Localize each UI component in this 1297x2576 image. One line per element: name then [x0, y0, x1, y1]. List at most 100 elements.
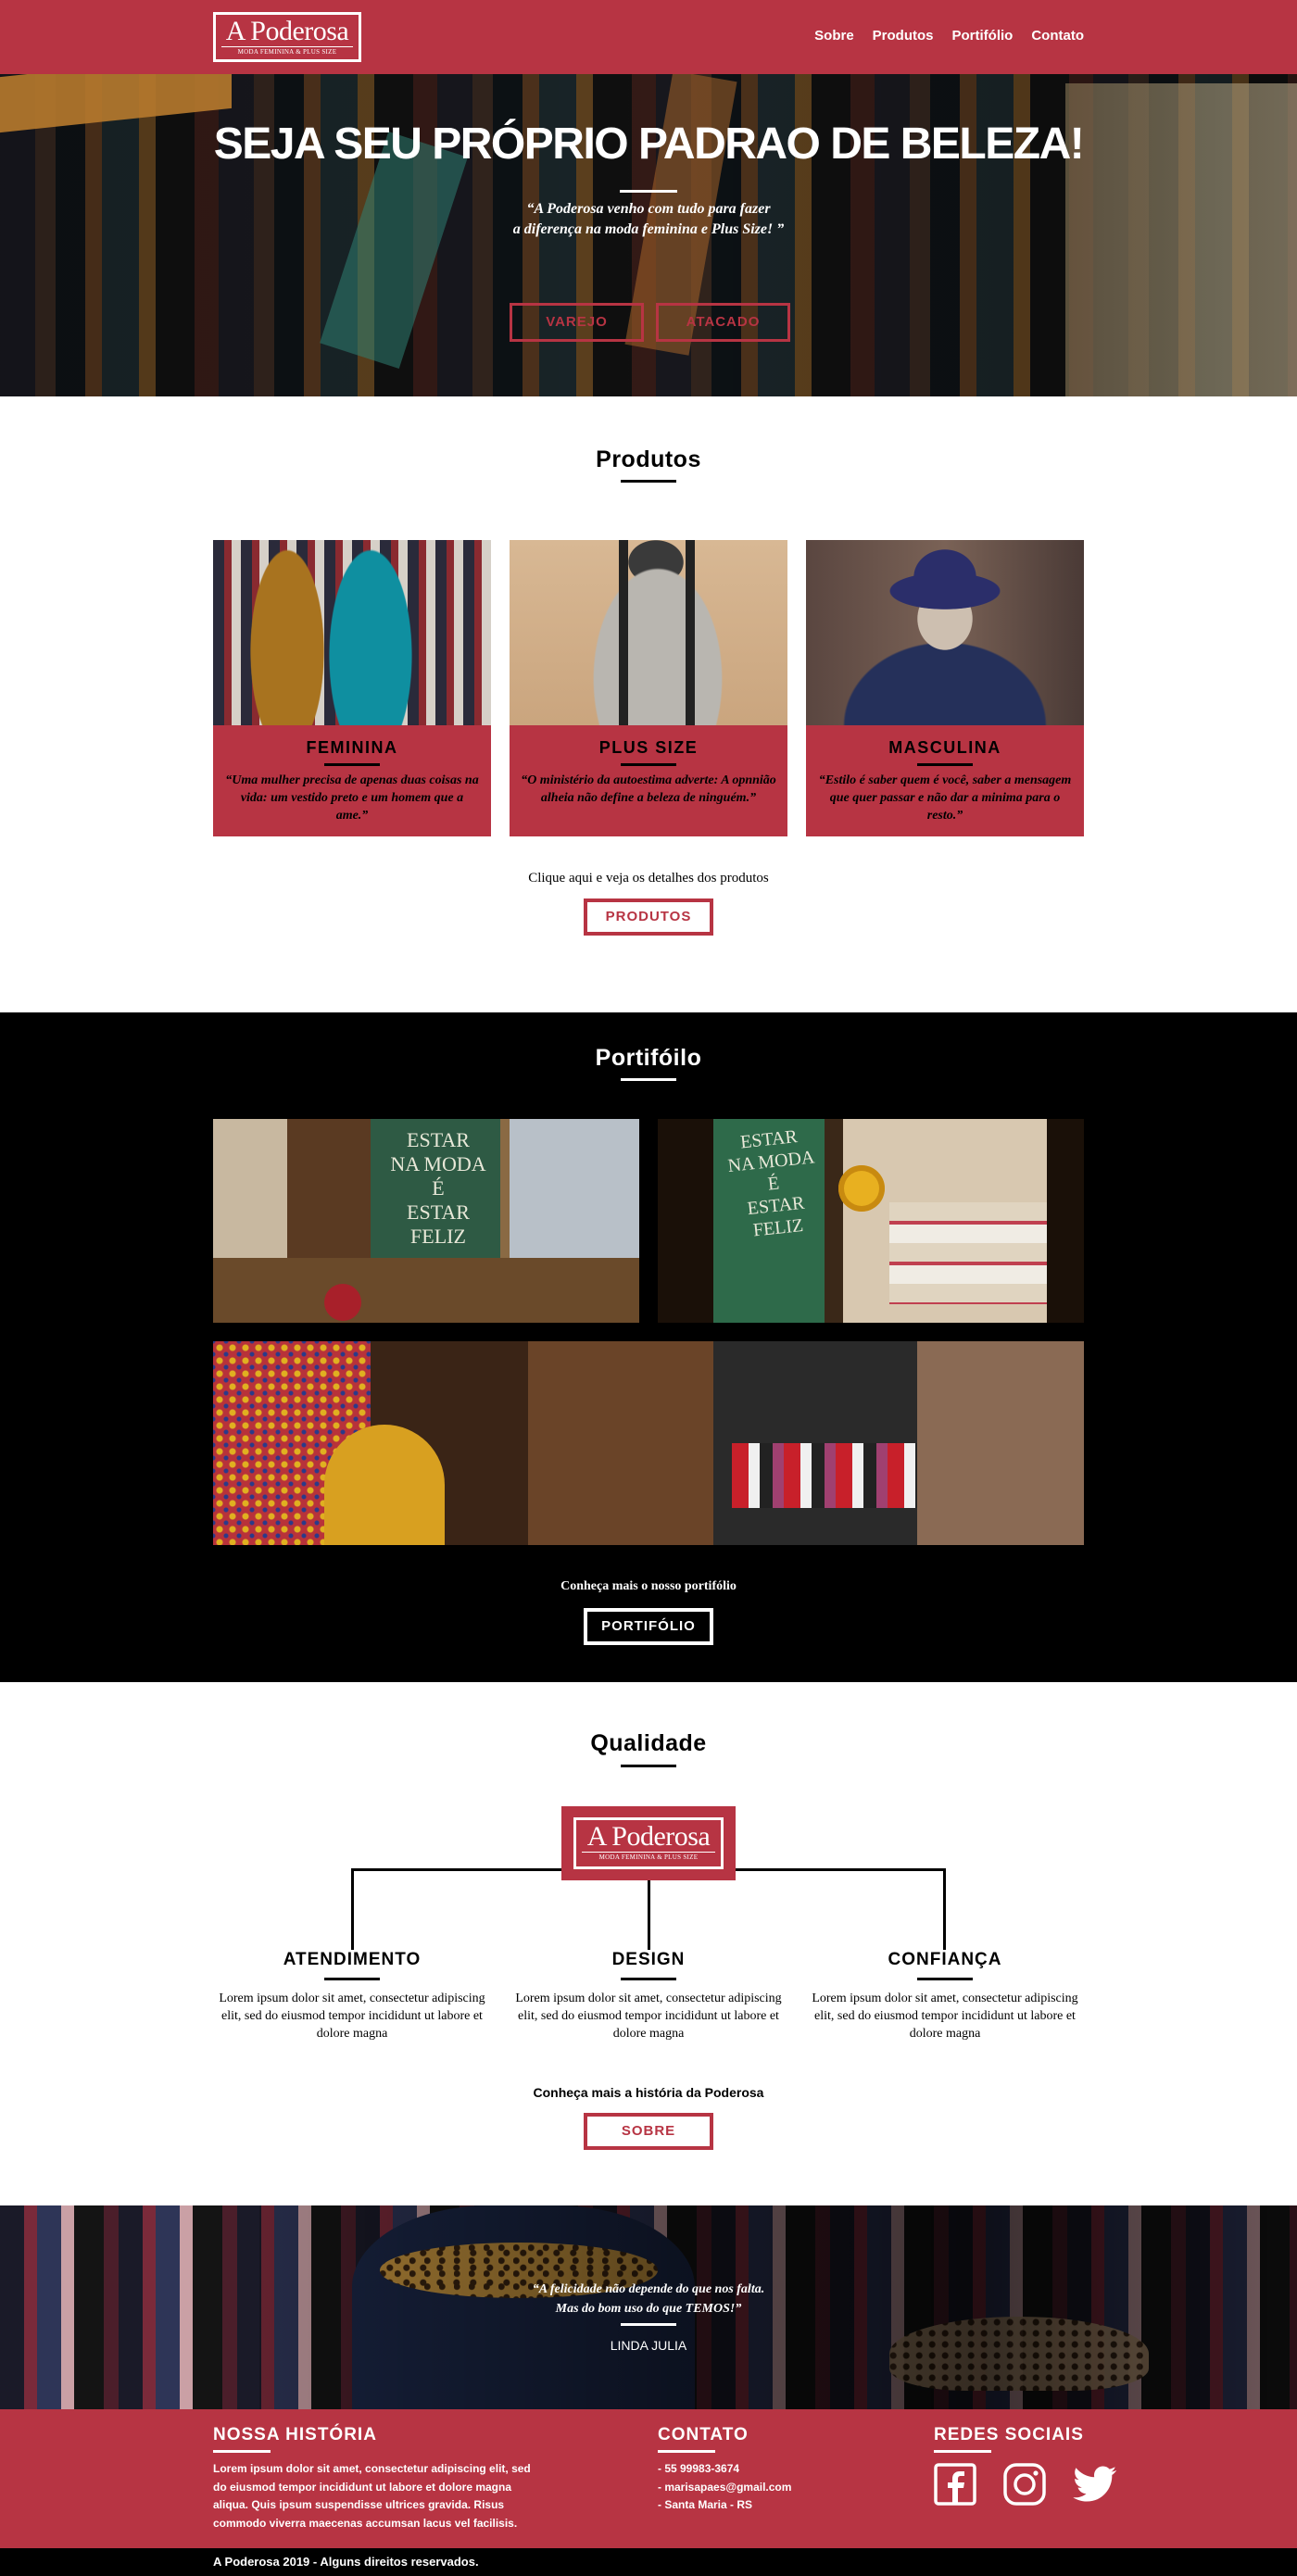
portfolio-cta-text: Conheça mais o nosso portifólio	[560, 1579, 737, 1593]
brand-logo[interactable]: A Poderosa MODA FEMININA & PLUS SIZE	[213, 12, 361, 62]
contact-phone[interactable]: - 55 99983-3674	[658, 2462, 740, 2475]
testimonial-author: LINDA JULIA	[610, 2338, 687, 2353]
logo-subtitle: MODA FEMININA & PLUS SIZE	[221, 46, 353, 56]
instagram-icon[interactable]	[1003, 2463, 1046, 2506]
quality-col-title: DESIGN	[611, 1950, 686, 1969]
footer-history-line: do eiusmod tempor incididunt ut labore e…	[213, 2480, 512, 2494]
logo-subtitle: MODA FEMININA & PLUS SIZE	[582, 1852, 715, 1861]
logo-title: A Poderosa	[586, 1821, 711, 1852]
portfolio-photo-chalkboard[interactable]: ESTAR NA MODA É ESTAR FELIZ	[213, 1119, 639, 1323]
quality-col-text: Lorem ipsum dolor sit amet, consectetur …	[515, 1992, 782, 2041]
hero-quote: “A Poderosa venho com tudo para fazer a …	[0, 199, 1297, 240]
products-button[interactable]: PRODUTOS	[584, 898, 713, 936]
quality-logo: A Poderosa MODA FEMININA & PLUS SIZE	[561, 1806, 736, 1880]
products-title: Produtos	[596, 446, 701, 472]
footer-contact-list: - 55 99983-3674 - marisapaes@gmail.com -…	[658, 2460, 791, 2515]
portfolio-button[interactable]: PORTIFÓLIO	[584, 1608, 713, 1645]
hero-headline: SEJA SEU PRÓPRIO PADRAO DE BELEZA!	[213, 119, 1085, 169]
retail-button[interactable]: VAREJO	[510, 303, 644, 342]
hero-fabric-decor	[1065, 83, 1297, 396]
nav-link-produtos[interactable]: Produtos	[872, 28, 934, 44]
chalk-text: NA MODA	[390, 1152, 486, 1175]
footer-divider	[213, 2450, 271, 2453]
quality-col-divider	[917, 1978, 973, 1980]
card-quote: “Uma mulher precisa de apenas duas coisa…	[225, 773, 479, 823]
clothes-decor	[732, 1443, 917, 1508]
footer-divider	[658, 2450, 715, 2453]
footer-divider	[934, 2450, 991, 2453]
card-divider	[324, 763, 380, 766]
wholesale-button[interactable]: ATACADO	[656, 303, 790, 342]
masculina-photo	[806, 540, 1084, 725]
chalk-text: É	[432, 1176, 445, 1200]
card-quote: “Estilo é saber quem é você, saber a men…	[818, 773, 1072, 823]
quality-divider	[621, 1765, 676, 1767]
shoebox-stack-decor	[889, 1202, 1047, 1304]
products-cta-text: Clique aqui e veja os detalhes dos produ…	[528, 871, 769, 886]
nav-link-contato[interactable]: Contato	[1031, 28, 1084, 44]
quality-col-title: ATENDIMENTO	[283, 1950, 422, 1969]
sunflower-decor	[838, 1165, 885, 1212]
contact-location: - Santa Maria - RS	[658, 2498, 753, 2511]
copyright-bar: A Poderosa 2019 - Alguns direitos reserv…	[0, 2548, 1297, 2576]
quality-col-text: Lorem ipsum dolor sit amet, consectetur …	[219, 1992, 485, 2041]
about-button[interactable]: SOBRE	[584, 2113, 713, 2150]
quality-col-title: CONFIANÇA	[888, 1950, 1002, 1969]
footer: NOSSA HISTÓRIA Lorem ipsum dolor sit ame…	[0, 2409, 1297, 2548]
chalk-text: FELIZ	[410, 1225, 466, 1248]
rose-decor	[324, 1284, 361, 1321]
logo-title: A Poderosa	[225, 16, 349, 46]
nav-link-sobre[interactable]: Sobre	[814, 28, 854, 44]
quality-col-divider	[621, 1978, 676, 1980]
product-card-masculina[interactable]: MASCULINA “Estilo é saber quem é você, s…	[806, 540, 1084, 836]
portfolio-title: Portifóilo	[595, 1045, 702, 1071]
footer-history-line: commodo viverra maecenas accumsan lacus …	[213, 2516, 518, 2530]
portfolio-photo-shoeboxes[interactable]: ESTAR NA MODA É ESTAR FELIZ	[658, 1119, 1084, 1323]
connector-line	[736, 1868, 945, 1871]
quality-cta-text: Conheça mais a história da Poderosa	[533, 2085, 764, 2100]
testimonial-section: “A felicidade não depende do que nos fal…	[0, 2205, 1297, 2409]
quality-col-divider	[324, 1978, 380, 1980]
card-divider	[917, 763, 973, 766]
footer-contact-title: CONTATO	[658, 2425, 749, 2444]
portfolio-section: Portifóilo ESTAR NA MODA É ESTAR FELIZ E…	[0, 1012, 1297, 1682]
connector-line	[352, 1868, 561, 1871]
products-divider	[621, 480, 676, 483]
footer-history-line: aliqua. Quis ipsum suspendisse ultrices …	[213, 2498, 505, 2511]
quality-col-text: Lorem ipsum dolor sit amet, consectetur …	[812, 1992, 1078, 2041]
quality-title: Qualidade	[590, 1730, 707, 1756]
footer-social-title: REDES SOCIAIS	[934, 2425, 1084, 2444]
hero-quote-line: a diferença na moda feminina e Plus Size…	[512, 221, 785, 237]
connector-line	[351, 1868, 354, 1950]
chalk-text: ESTAR	[407, 1128, 470, 1151]
quality-col-design: DESIGN Lorem ipsum dolor sit amet, conse…	[510, 1950, 787, 2042]
quality-col-confianca: CONFIANÇA Lorem ipsum dolor sit amet, co…	[806, 1950, 1084, 2042]
plus-size-photo	[510, 540, 787, 725]
twitter-icon[interactable]	[1073, 2465, 1117, 2504]
hero-divider	[620, 190, 677, 193]
portfolio-photo-store[interactable]	[213, 1341, 1084, 1545]
testimonial-quote-line: Mas do bom uso do que TEMOS!”	[555, 2302, 742, 2316]
footer-history-line: Lorem ipsum dolor sit amet, consectetur …	[213, 2462, 531, 2475]
nav-link-portifolio[interactable]: Portifólio	[951, 28, 1014, 44]
testimonial-quote-line: “A felicidade não depende do que nos fal…	[532, 2282, 765, 2296]
product-card-plus-size[interactable]: PLUS SIZE “O ministério da autoestima ad…	[510, 540, 787, 836]
testimonial-divider	[621, 2323, 676, 2326]
footer-history-title: NOSSA HISTÓRIA	[213, 2425, 377, 2444]
hero-quote-line: “A Poderosa venho com tudo para fazer	[526, 201, 771, 217]
footer-history-text: Lorem ipsum dolor sit amet, consectetur …	[213, 2460, 531, 2532]
feminina-photo	[213, 540, 491, 725]
connector-line	[648, 1880, 650, 1950]
photo-shade	[259, 2205, 1297, 2409]
card-title: PLUS SIZE	[598, 738, 699, 757]
testimonial-quote: “A felicidade não depende do que nos fal…	[0, 2280, 1297, 2318]
facebook-icon[interactable]	[934, 2463, 976, 2506]
product-card-feminina[interactable]: FEMININA “Uma mulher precisa de apenas d…	[213, 540, 491, 836]
portfolio-divider	[621, 1078, 676, 1081]
contact-email[interactable]: - marisapaes@gmail.com	[658, 2480, 792, 2494]
mannequin-decor	[324, 1425, 445, 1545]
card-title: FEMININA	[306, 738, 398, 757]
card-divider	[621, 763, 676, 766]
quality-col-atendimento: ATENDIMENTO Lorem ipsum dolor sit amet, …	[213, 1950, 491, 2042]
chalk-text: ESTAR	[407, 1200, 470, 1224]
